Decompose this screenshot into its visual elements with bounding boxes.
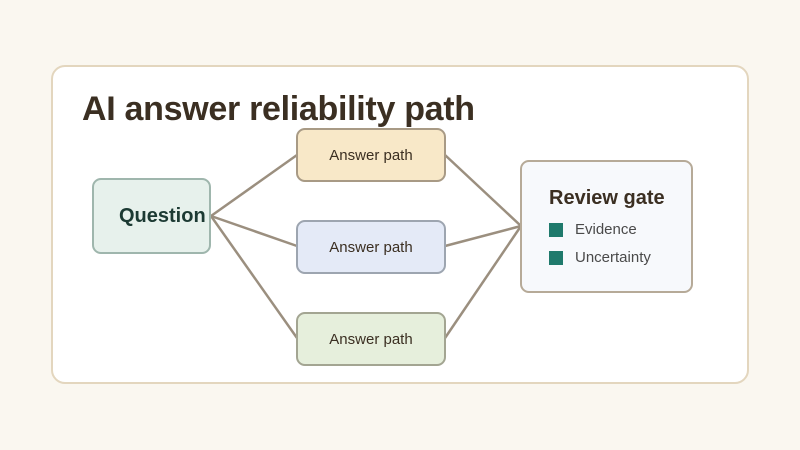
answer-path-node-2: Answer path <box>296 220 446 274</box>
answer-path-node-3: Answer path <box>296 312 446 366</box>
connector-question-to-path-1 <box>210 153 298 218</box>
connector-question-to-path-3 <box>209 215 299 339</box>
review-check-label: Uncertainty <box>575 249 651 266</box>
connector-path-3-to-review <box>443 225 523 339</box>
review-gate-title: Review gate <box>549 187 665 209</box>
connector-path-2-to-review <box>444 224 522 248</box>
uncertainty-marker-icon <box>549 250 563 265</box>
question-label: Question <box>119 205 206 227</box>
review-check-label: Evidence <box>575 221 637 238</box>
review-check-uncertainty: Uncertainty <box>549 249 651 266</box>
review-gate-node: Review gate Evidence Uncertainty <box>520 160 693 293</box>
review-check-evidence: Evidence <box>549 221 637 238</box>
answer-path-label: Answer path <box>329 238 413 256</box>
answer-path-label: Answer path <box>329 330 413 348</box>
connector-question-to-path-2 <box>210 214 298 248</box>
answer-path-label: Answer path <box>329 146 413 164</box>
answer-path-node-1: Answer path <box>296 128 446 182</box>
diagram-title: AI answer reliability path <box>82 90 475 128</box>
question-node <box>92 178 211 254</box>
evidence-marker-icon <box>549 222 563 237</box>
connector-path-1-to-review <box>444 154 522 227</box>
